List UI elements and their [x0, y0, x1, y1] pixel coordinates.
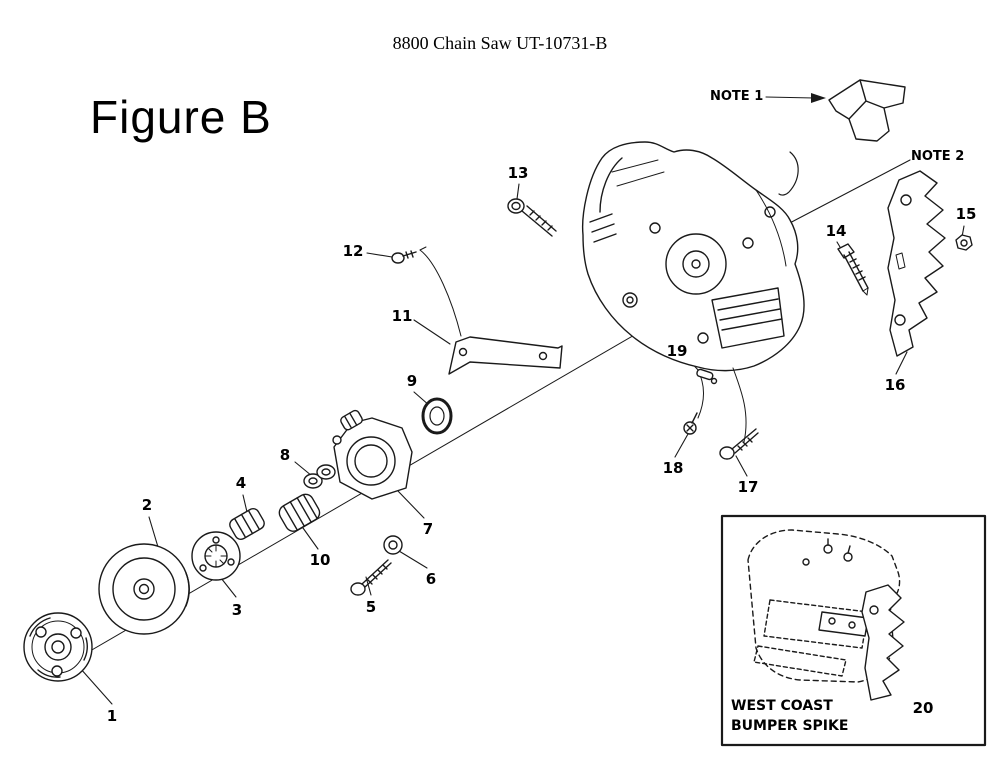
- note-1-label: NOTE 1: [710, 89, 764, 104]
- part-18-screw: [683, 412, 698, 435]
- part-4-needle-bearing: [229, 507, 265, 541]
- callout-7: 7: [422, 520, 434, 538]
- callout-16: 16: [884, 376, 906, 394]
- crankcase-body: [581, 141, 805, 443]
- part-8-washers: [303, 464, 336, 489]
- callout-17: 17: [737, 478, 759, 496]
- part-19-clip: [696, 368, 718, 385]
- callout-12: 12: [342, 242, 364, 260]
- callout-2: 2: [141, 496, 153, 514]
- part-13-screw: [507, 198, 557, 237]
- part-9-seal-ring: [421, 397, 453, 435]
- inset-box: [720, 514, 987, 747]
- callout-13: 13: [507, 164, 529, 182]
- inset-saw-drawing: [747, 529, 905, 701]
- part-1-clutch: [23, 612, 93, 682]
- figure-label: Figure B: [90, 91, 272, 143]
- note-1-arrow: [765, 93, 826, 103]
- note-2-label: NOTE 2: [911, 149, 965, 164]
- callout-10: 10: [309, 551, 331, 569]
- inset-caption-line2: BUMPER SPIKE: [731, 717, 849, 734]
- callout-1: 1: [106, 707, 118, 725]
- part-14-bolt: [837, 243, 869, 296]
- callout-15: 15: [955, 205, 977, 223]
- callout-20: 20: [912, 699, 934, 717]
- part-7-oil-pump: [332, 409, 413, 500]
- leader-lines: [79, 93, 965, 708]
- inset-caption-line1: WEST COAST: [731, 698, 833, 714]
- callout-18: 18: [662, 459, 684, 477]
- part-17-screw: [719, 428, 759, 460]
- inset-caption: WEST COAST BUMPER SPIKE: [731, 697, 848, 736]
- page-title: 8800 Chain Saw UT-10731-B: [392, 33, 608, 53]
- callout-3: 3: [231, 601, 243, 619]
- part-15-nut: [955, 234, 973, 251]
- callout-9: 9: [406, 372, 418, 390]
- callout-14: 14: [825, 222, 847, 240]
- part-3-sprocket: [191, 531, 241, 581]
- part-6-washer: [383, 535, 403, 555]
- callout-6: 6: [425, 570, 437, 588]
- callout-8: 8: [279, 446, 291, 464]
- part-16-bumper-spike: [887, 170, 946, 357]
- part-12-screw: [391, 246, 462, 337]
- part-5-screw: [350, 559, 392, 596]
- callout-11: 11: [391, 307, 413, 325]
- note-1-buffer-block: [828, 79, 906, 142]
- callout-4: 4: [235, 474, 247, 492]
- callout-19: 19: [666, 342, 688, 360]
- part-10-sleeve-bearing: [278, 493, 321, 532]
- callout-5: 5: [365, 598, 377, 616]
- part-11-guide-plate: [448, 336, 563, 375]
- note-2-leader: [783, 159, 911, 227]
- part-2-clutch-drum: [98, 543, 190, 635]
